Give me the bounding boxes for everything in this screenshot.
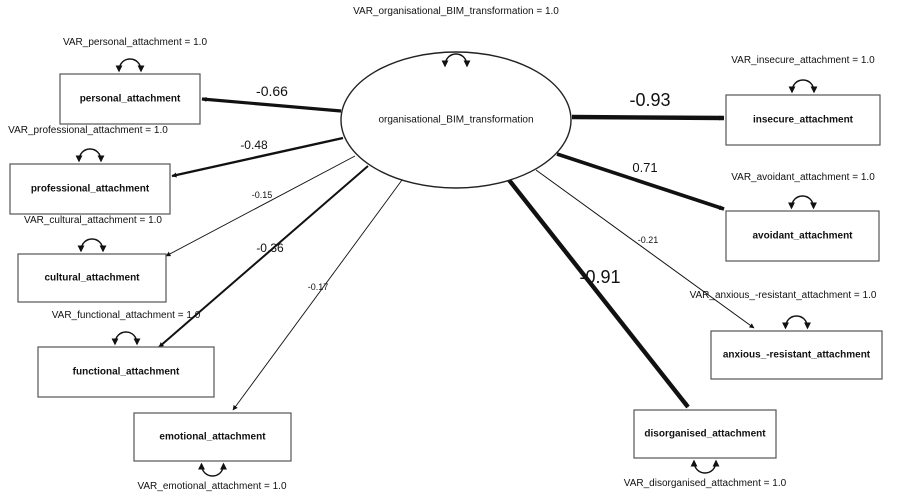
indicator-label-insecure: insecure_attachment xyxy=(753,115,854,126)
path-functional xyxy=(158,165,369,348)
variance-loop-disorganised xyxy=(690,459,720,474)
variance-label-anxious: VAR_anxious_-resistant_attachment = 1.0 xyxy=(690,290,877,301)
variance-label-functional: VAR_functional_attachment = 1.0 xyxy=(52,310,201,321)
indicator-label-anxious: anxious_-resistant_attachment xyxy=(723,350,871,361)
indicator-box-cultural xyxy=(17,253,167,303)
variance-loop-avoidant xyxy=(788,195,817,210)
path-professional xyxy=(171,136,344,178)
variance-label-avoidant: VAR_avoidant_attachment = 1.0 xyxy=(731,172,875,183)
indicator-label-cultural: cultural_attachment xyxy=(44,273,140,284)
indicator-box-personal xyxy=(59,73,201,125)
variance-label-insecure: VAR_insecure_attachment = 1.0 xyxy=(731,55,875,66)
path-emotional xyxy=(232,179,403,411)
variance-loop-professional xyxy=(75,148,105,163)
variance-label-personal: VAR_personal_attachment = 1.0 xyxy=(63,37,208,48)
latent-label: organisational_BIM_transformation xyxy=(378,115,533,126)
latent-node xyxy=(340,51,572,189)
variance-loop-cultural xyxy=(77,238,107,253)
path-disorganised xyxy=(507,178,690,409)
nodes-layer xyxy=(9,51,883,477)
variance-loop-anxious xyxy=(782,315,811,330)
variance-loop-functional xyxy=(111,331,141,346)
indicator-box-insecure xyxy=(725,94,881,146)
edges-layer xyxy=(158,96,755,411)
indicator-box-avoidant xyxy=(725,210,880,262)
indicator-label-avoidant: avoidant_attachment xyxy=(752,231,853,242)
indicator-label-functional: functional_attachment xyxy=(73,367,180,378)
labels-layer: organisational_BIM_transformation VAR_org… xyxy=(8,6,877,492)
indicator-label-emotional: emotional_attachment xyxy=(159,432,266,443)
indicator-label-personal: personal_attachment xyxy=(80,94,181,105)
loading-label-emotional: -0.17 xyxy=(308,282,329,292)
variance-label-emotional: VAR_emotional_attachment = 1.0 xyxy=(137,481,287,492)
variance-label-professional: VAR_professional_attachment = 1.0 xyxy=(8,125,168,136)
loading-label-cultural: -0.15 xyxy=(252,190,273,200)
path-personal xyxy=(201,96,342,113)
variance-label-cultural: VAR_cultural_attachment = 1.0 xyxy=(24,215,162,226)
loading-label-disorganised: -0.91 xyxy=(579,267,620,287)
latent-variance-label: VAR_organisational_BIM_transformation = … xyxy=(353,6,559,17)
loading-label-avoidant: 0.71 xyxy=(632,160,657,175)
variance-loop-emotional xyxy=(198,462,227,477)
path-anxious xyxy=(535,169,755,329)
indicator-box-emotional xyxy=(133,412,292,462)
indicator-box-professional xyxy=(9,163,171,215)
path-cultural xyxy=(165,155,356,257)
variance-loop-personal xyxy=(115,58,145,73)
loading-label-anxious: -0.21 xyxy=(638,235,659,245)
path-avoidant xyxy=(556,152,725,211)
indicator-label-professional: professional_attachment xyxy=(31,184,150,195)
indicator-box-functional xyxy=(37,346,215,398)
loading-label-insecure: -0.93 xyxy=(629,90,670,110)
variance-loop-insecure xyxy=(788,79,818,94)
path-insecure xyxy=(571,114,725,121)
indicator-box-anxious xyxy=(710,330,883,380)
loading-label-functional: -0.36 xyxy=(256,241,284,255)
loading-label-personal: -0.66 xyxy=(256,83,288,99)
latent-variance-loop xyxy=(441,53,471,68)
indicator-label-disorganised: disorganised_attachment xyxy=(644,429,766,440)
loading-label-professional: -0.48 xyxy=(240,138,268,152)
variance-label-disorganised: VAR_disorganised_attachment = 1.0 xyxy=(624,478,787,489)
indicator-box-disorganised xyxy=(633,409,777,459)
